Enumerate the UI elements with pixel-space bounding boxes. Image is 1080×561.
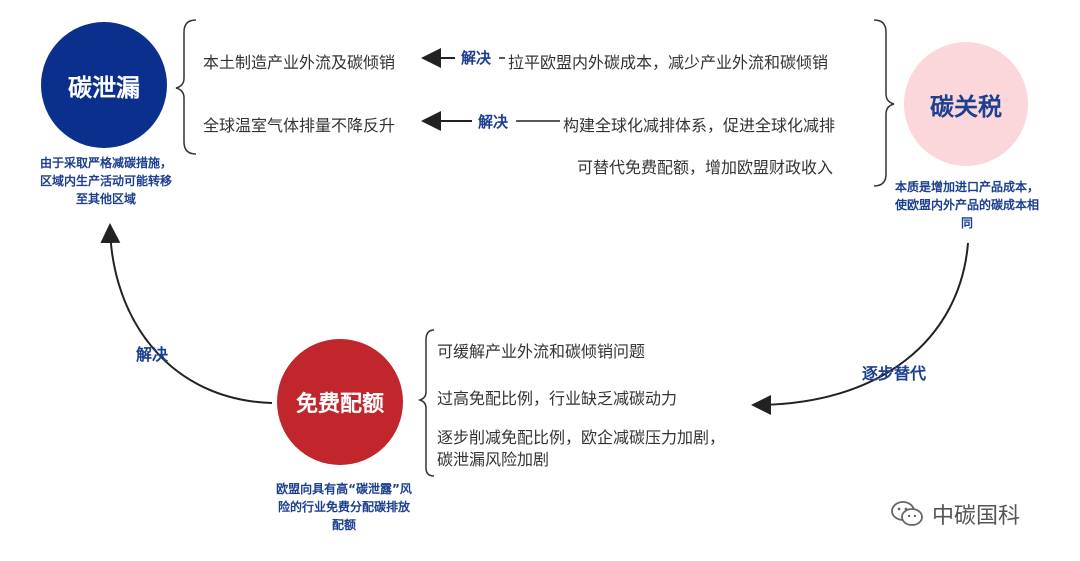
solve-label-1: 解决 <box>461 49 492 67</box>
solve-label-2: 解决 <box>478 113 509 131</box>
watermark-text: 中碳国科 <box>932 504 1021 529</box>
free-label: 免费配额 <box>295 392 384 417</box>
leakage-bracket <box>175 19 197 155</box>
solve-label-3: 解决 <box>136 345 169 364</box>
wechat-icon <box>891 501 923 526</box>
free-effect-4: 碳泄漏风险加剧 <box>437 450 550 469</box>
cbam-note: 本质是增加进口产品成本，使欧盟内外产品的碳成本相同 <box>894 180 1039 230</box>
leakage-node: 碳泄漏 <box>41 22 167 148</box>
leakage-label: 碳泄漏 <box>68 73 140 102</box>
replace-label: 逐步替代 <box>862 364 927 383</box>
free-bracket <box>417 329 435 477</box>
free-note: 欧盟向具有高“碳泄露”风险的行业免费分配碳排放配额 <box>276 482 412 532</box>
free-effect-1: 可缓解产业外流和碳倾销问题 <box>437 342 646 361</box>
cbam-label: 碳关税 <box>930 92 1002 121</box>
cbam-effect-3: 可替代免费配额，增加欧盟财政收入 <box>577 158 834 177</box>
leakage-problem-2: 全球温室气体排量不降反升 <box>203 116 396 135</box>
free-effect-2: 过高免配比例，行业缺乏减碳动力 <box>437 389 678 408</box>
leakage-note: 由于采取严格减碳措施，区域内生产活动可能转移至其他区域 <box>39 156 172 206</box>
free-node: 免费配额 <box>277 339 403 465</box>
cbam-effect-1: 拉平欧盟内外碳成本，减少产业外流和碳倾销 <box>508 53 829 72</box>
watermark: 中碳国科 <box>890 498 1020 530</box>
replace-arrow <box>751 242 969 415</box>
cbam-effect-2: 构建全球化减排体系，促进全球化减排 <box>563 116 836 135</box>
free-effect-3: 逐步削减免配比例，欧企减碳压力加剧， <box>437 428 726 447</box>
solve-arrow-3 <box>100 223 273 404</box>
leakage-problem-1: 本土制造产业外流及碳倾销 <box>203 53 396 72</box>
cbam-node: 碳关税 <box>904 42 1028 166</box>
cbam-bracket <box>873 19 895 187</box>
